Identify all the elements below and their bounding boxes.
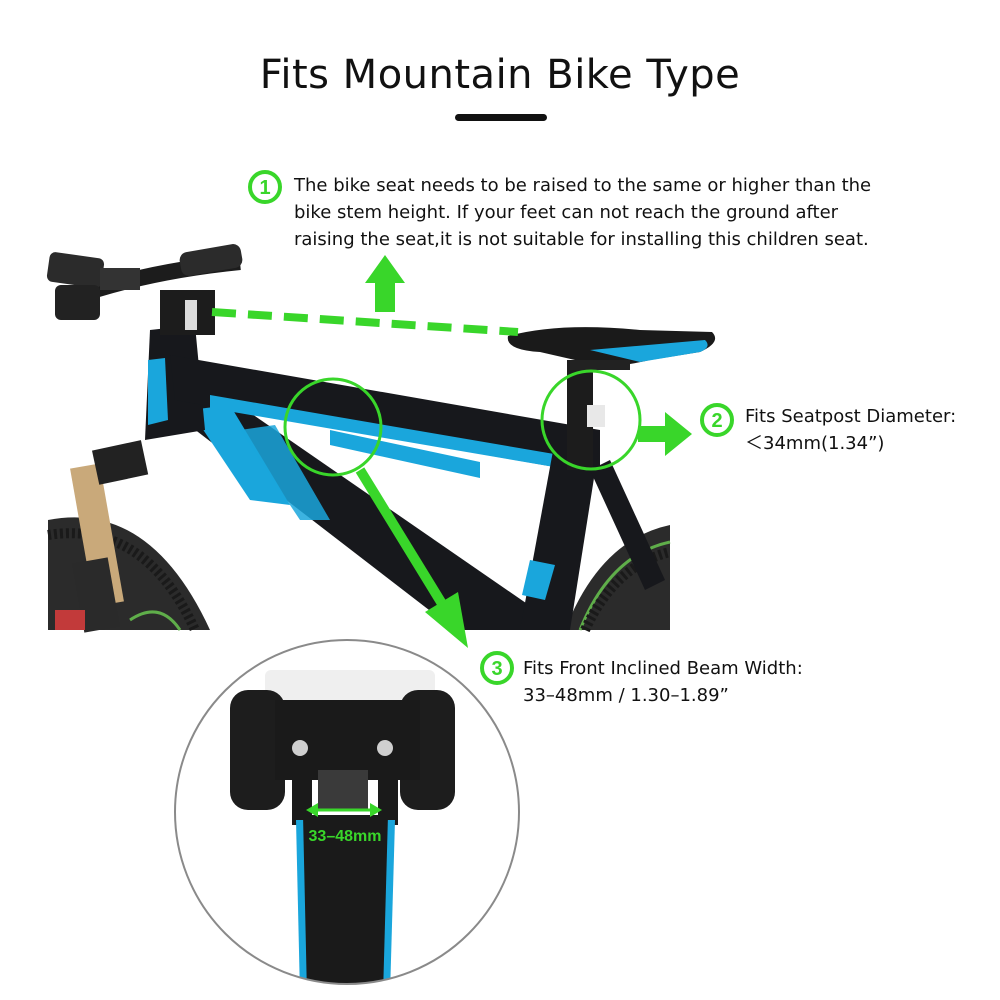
dashed-level-line [211, 308, 519, 336]
seat-stay [590, 460, 665, 590]
front-fork [55, 440, 149, 633]
svg-text:1: 1 [259, 177, 270, 199]
svg-text:3: 3 [491, 658, 502, 680]
note-line: Fits Seatpost Diameter: [745, 406, 957, 427]
inset-measure-label: 33–48mm [309, 828, 382, 845]
note-line: bike stem height. If your feet can not r… [294, 202, 839, 223]
note-line: raising the seat,it is not suitable for … [294, 229, 869, 250]
circled-number-icon: 3 [480, 651, 514, 685]
title-underline [455, 114, 547, 121]
circled-number-icon: 2 [700, 403, 734, 437]
seatpost-diameter-note: Fits Seatpost Diameter: ＜34mm(1.34”) [745, 403, 995, 457]
note-line: ＜34mm(1.34”) [745, 433, 885, 454]
beam-width-note: Fits Front Inclined Beam Width: 33–48mm … [523, 655, 923, 709]
page-title: Fits Mountain Bike Type [259, 52, 741, 98]
saddle [507, 327, 716, 370]
note-line: The bike seat needs to be raised to the … [294, 175, 872, 196]
arrow-down-icon [355, 467, 468, 648]
note-line: Fits Front Inclined Beam Width: [523, 658, 803, 679]
note-line: 33–48mm / 1.30–1.89” [523, 685, 729, 706]
arrow-right-icon [638, 412, 692, 456]
seat-height-note: The bike seat needs to be raised to the … [294, 172, 954, 253]
handlebar [46, 244, 243, 335]
inset-detail [175, 640, 519, 984]
arrow-up-icon [365, 255, 405, 312]
beam-callout-circle [283, 377, 383, 477]
width-measure-arrow [306, 803, 382, 817]
svg-text:2: 2 [711, 410, 722, 432]
circled-number-icon: 1 [248, 170, 282, 204]
seatpost-callout-circle [540, 369, 642, 471]
